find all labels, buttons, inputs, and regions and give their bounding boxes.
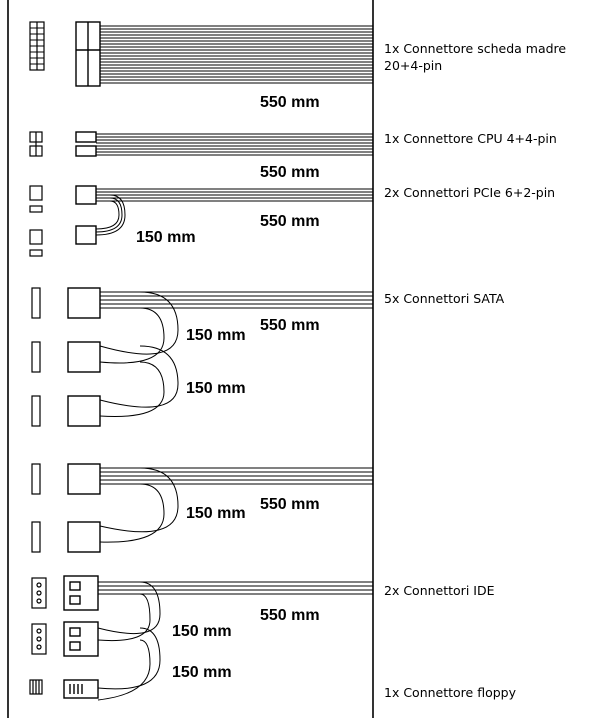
pcie-branch-length-label: 150 mm [136,229,196,246]
ide-wire-bundle [97,581,373,701]
sata-b-branch-length-label: 150 mm [186,505,246,522]
sata-a-wire-bundle [99,291,373,417]
sata-cable-b: 150 mm 550 mm [31,463,373,553]
sata-a-branch-length-label-2: 150 mm [186,380,246,397]
sata-b-pinout-icon [31,463,41,553]
cpu-connector-icon [75,131,97,157]
pcie-description: 2x Connettori PCIe 6+2-pin [384,185,556,200]
pcie-length-label: 550 mm [260,213,320,230]
ide-branch-length-label-1: 150 mm [172,623,232,640]
diagram-frame [7,0,374,718]
motherboard-description: 1x Connettore scheda madre 20+4-pin [384,40,566,74]
motherboard-connector-icon [75,21,101,87]
ide-pinout-icon [31,577,47,655]
ide-length-label: 550 mm [260,607,320,624]
cpu-pinout-icon [29,131,43,157]
cpu-cable: 550 mm [29,131,373,181]
sata-b-length-label: 550 mm [260,496,320,513]
pcie-connector-icon [75,185,97,245]
motherboard-wire-bundle [100,25,373,84]
pcie-cable: 150 mm 550 mm [29,185,373,257]
cpu-description: 1x Connettore CPU 4+4-pin [384,131,557,146]
ide-cable: 150 mm 150 mm 550 mm [31,575,373,701]
floppy-description: 1x Connettore floppy [384,685,517,700]
pcie-pinout-icon [29,185,43,257]
sata-b-connector-icon [67,463,101,553]
ide-connector-icon [63,575,99,657]
sata-b-wire-bundle [99,467,373,543]
sata-a-branch-length-label-1: 150 mm [186,327,246,344]
floppy-pinout-icon [29,679,43,695]
ide-branch-length-label-2: 150 mm [172,664,232,681]
floppy-cable [29,679,99,699]
motherboard-length-label: 550 mm [260,94,320,111]
motherboard-description-line2: 20+4-pin [384,58,443,73]
floppy-connector-icon [63,679,99,699]
motherboard-pinout-icon [29,21,45,71]
pcie-wire-bundle [95,188,373,236]
sata-a-length-label: 550 mm [260,317,320,334]
sata-cable-a: 150 mm 150 mm 550 mm [31,287,373,427]
motherboard-cable: 550 mm [29,21,373,111]
sata-pinout-icon [31,287,41,427]
ide-description: 2x Connettori IDE [384,583,495,598]
sata-description: 5x Connettori SATA [384,291,505,306]
motherboard-description-line1: 1x Connettore scheda madre [384,41,567,56]
cpu-wire-bundle [96,133,373,156]
sata-connector-icon [67,287,101,427]
cpu-length-label: 550 mm [260,164,320,181]
